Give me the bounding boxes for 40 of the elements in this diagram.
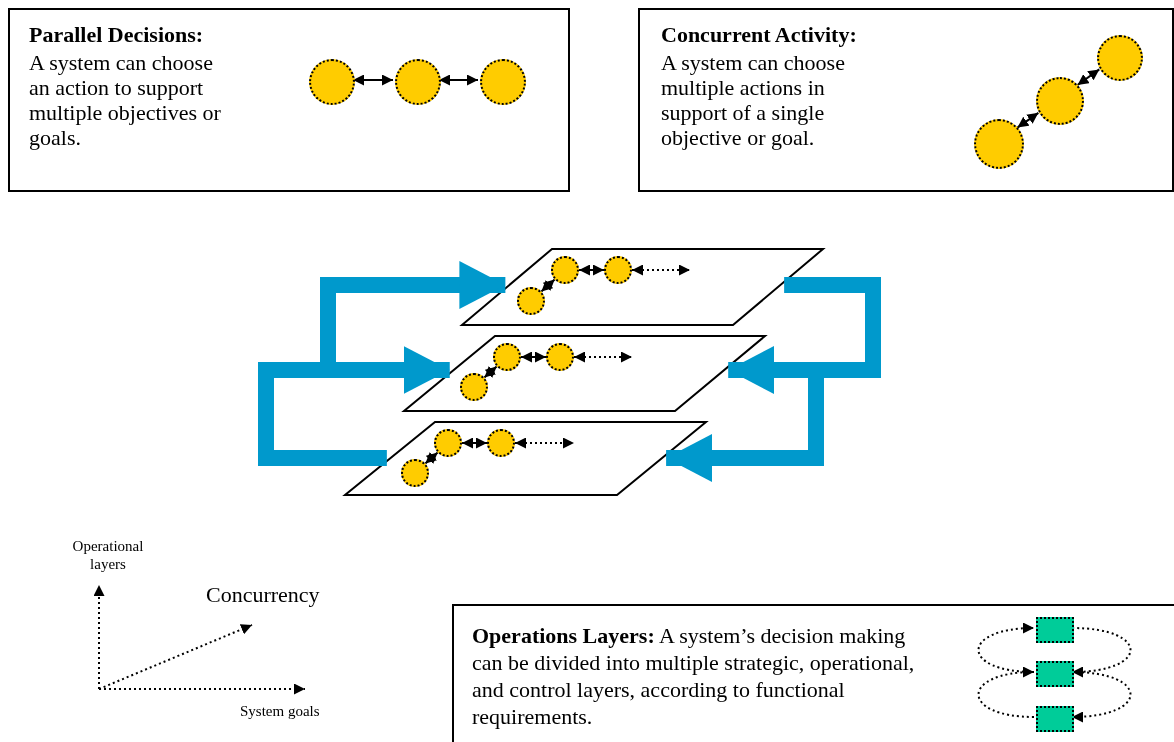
arrow <box>1016 111 1040 129</box>
layer-box <box>1036 706 1074 732</box>
arrow <box>520 351 547 363</box>
text-box <box>638 8 1174 192</box>
arrow <box>352 74 394 86</box>
arrow <box>1076 68 1101 86</box>
arrow <box>977 667 1035 718</box>
plane-shape <box>460 248 825 327</box>
circle-node <box>1036 77 1084 125</box>
arrow <box>1071 671 1132 722</box>
plane-shape <box>343 421 708 497</box>
heading: Parallel Decisions: <box>29 22 205 47</box>
circle-node <box>480 59 526 105</box>
circle-node <box>974 119 1024 169</box>
text-box <box>8 8 570 192</box>
arrow <box>977 623 1035 673</box>
arrow <box>1071 627 1132 677</box>
arrow <box>578 264 605 276</box>
arrow <box>514 437 575 449</box>
circle-node <box>1097 35 1143 81</box>
arrow <box>483 365 498 379</box>
arrow <box>461 437 488 449</box>
axis-label: System goals <box>240 702 321 720</box>
description-text: Operations Layers: A system’s decision making can be divided into multiple strategic, operational, and control layers, according to functional requirements. <box>472 622 916 730</box>
axis-label: Concurrency <box>206 582 321 607</box>
description-text: A system can choose an action to support multiple objectives or goals. <box>29 50 222 150</box>
layer-box <box>1036 661 1074 687</box>
circle-node <box>309 59 355 105</box>
layer-box <box>1036 617 1074 643</box>
circle-node <box>395 59 441 105</box>
heading: Concurrent Activity: <box>661 22 858 47</box>
axis-label: Operational layers <box>71 537 145 573</box>
arrow <box>438 74 479 86</box>
description-text: A system can choose multiple actions in support of a single objective or goal. <box>661 50 846 150</box>
plane-shape <box>402 335 767 413</box>
arrow <box>540 278 556 293</box>
arrow <box>573 351 633 363</box>
text-box <box>452 604 1174 742</box>
arrow <box>631 264 691 276</box>
arrow <box>424 451 439 465</box>
